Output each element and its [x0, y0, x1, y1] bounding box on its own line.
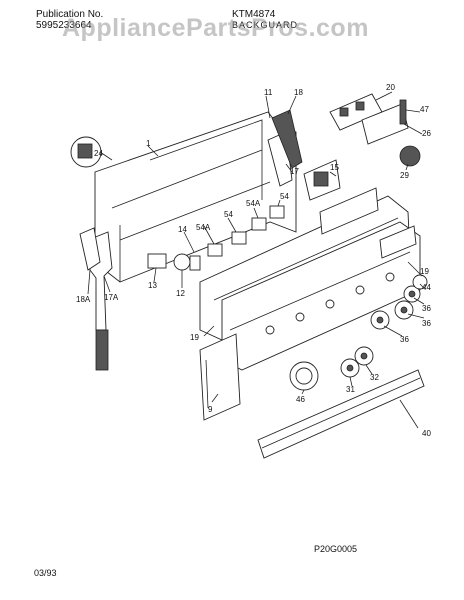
left-end-bracket-tab [95, 329, 109, 371]
publication-date: 03/93 [34, 568, 57, 578]
callout-18: 18 [294, 88, 303, 97]
switch-54a-upper [251, 217, 267, 231]
rear-panel-top-edge [149, 119, 263, 200]
switch-24 [77, 143, 93, 159]
clock-bracket [189, 255, 201, 271]
switch-54a-lower [207, 243, 223, 257]
publication-number: 5995233664 [36, 20, 92, 31]
callout-54-upper: 54 [280, 192, 289, 201]
callout-1: 1 [146, 139, 151, 148]
clock-timer-face-left [339, 107, 349, 117]
callout-40: 40 [422, 429, 431, 438]
callout-29: 29 [400, 171, 409, 180]
knob-hole-1 [265, 325, 275, 335]
callout-19-upper: 19 [420, 267, 429, 276]
knob-36-a-center [376, 316, 384, 324]
knob-hole-3 [325, 299, 335, 309]
trim-strip-edge [261, 377, 421, 449]
callout-36-c: 36 [422, 304, 431, 313]
front-panel [199, 333, 241, 421]
callout-31: 31 [346, 385, 355, 394]
knob-hole-5 [385, 272, 395, 282]
callout-32: 32 [370, 373, 379, 382]
right-end-cap [271, 109, 303, 169]
callout-11: 11 [264, 88, 273, 97]
callout-36-a: 36 [400, 335, 409, 344]
callout-14: 14 [178, 225, 187, 234]
callout-17a: 17A [104, 293, 119, 302]
clock-lens [361, 103, 409, 145]
model-number: KTM4874 [232, 9, 276, 20]
lower-panel-trim-line [229, 251, 411, 331]
callout-36-b: 36 [422, 319, 431, 328]
lower-panel-display-window [379, 225, 417, 259]
knob-44 [412, 274, 428, 290]
knob-46-face [295, 367, 313, 385]
publication-label: Publication No. [36, 9, 104, 20]
knob-hole-2 [295, 312, 305, 322]
callout-54a-lower: 54A [196, 223, 211, 232]
watermark: AppliancePartsPros.com [62, 14, 369, 42]
leader-lines [87, 91, 425, 429]
section-title: BACKGUARD [232, 20, 299, 30]
callout-13: 13 [148, 281, 157, 290]
clock-clip [399, 99, 407, 125]
switch-54-lower [231, 231, 247, 245]
switch-54-upper [269, 205, 285, 219]
knob-hole-4 [355, 285, 365, 295]
clock-knob [399, 145, 421, 167]
callout-46: 46 [296, 395, 305, 404]
callout-20: 20 [386, 83, 395, 92]
figure-code: P20G0005 [314, 544, 358, 554]
callout-15: 15 [330, 163, 339, 172]
callout-19-lower: 19 [190, 333, 199, 342]
trim-strip [257, 369, 425, 459]
callout-18a: 18A [76, 295, 91, 304]
rear-panel-inner-ridge [111, 149, 263, 209]
callout-54-lower: 54 [224, 210, 233, 219]
callout-12: 12 [176, 289, 185, 298]
callout-9: 9 [208, 405, 213, 414]
callout-47: 47 [420, 105, 429, 114]
front-panel-edge [205, 359, 209, 409]
callout-26: 26 [422, 129, 431, 138]
callout-17: 17 [290, 167, 299, 176]
upper-panel-trim-line-top [213, 217, 399, 301]
upper-panel-display-window [319, 187, 379, 235]
callout-44: 44 [422, 283, 431, 292]
knob-36-b-center [400, 306, 408, 314]
clock-motor [173, 253, 191, 271]
left-end-cap [79, 227, 101, 271]
clock-timer-face-right [355, 101, 365, 111]
knob-32-center [360, 352, 368, 360]
callout-24: 24 [94, 149, 103, 158]
knob-36-c-center [408, 290, 416, 298]
switch-13 [147, 253, 167, 269]
rear-panel-lower-ridge [119, 181, 271, 241]
knob-31-center [346, 364, 354, 372]
callout-54a-upper: 54A [246, 199, 261, 208]
switch-module-insert [313, 171, 329, 187]
